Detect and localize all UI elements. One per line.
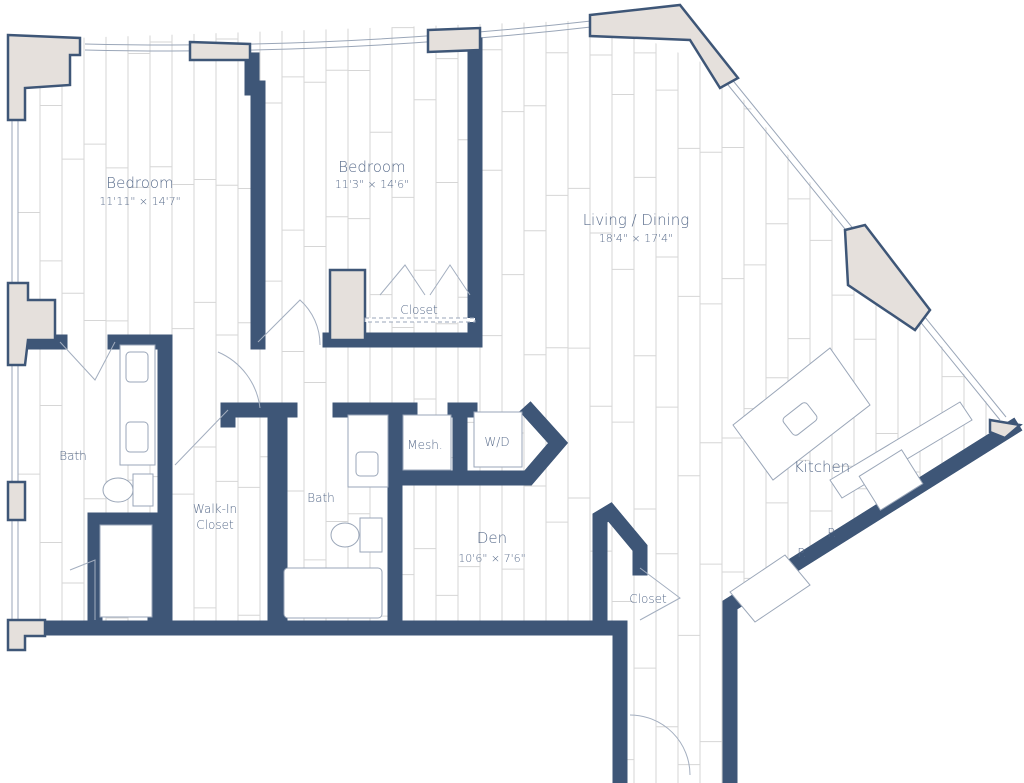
closet1-label: Closet [400, 303, 438, 317]
living-dims: 18'4" × 17'4" [599, 232, 673, 245]
bedroom1-label: Bedroom [106, 174, 173, 192]
wd-label: W/D [484, 435, 509, 449]
room-labels: Bedroom 11'11" × 14'7" Bedroom 11'3" × 1… [59, 158, 850, 606]
mesh-label: Mesh. [407, 438, 442, 452]
walkin-label-2: Closet [196, 518, 234, 532]
den-label: Den [477, 529, 507, 547]
kitchen-label: Kitchen [794, 458, 850, 476]
walkin-label-1: Walk-In [193, 502, 237, 516]
closet2-label: Closet [629, 592, 667, 606]
living-label: Living / Dining [583, 211, 690, 229]
bedroom2-label: Bedroom [338, 158, 405, 176]
bath1-label: Bath [59, 449, 87, 463]
bedroom2-dims: 11'3" × 14'6" [335, 178, 409, 191]
bedroom1-dims: 11'11" × 14'7" [99, 195, 180, 208]
den-dims: 10'6" × 7'6" [458, 552, 525, 565]
doors [59, 264, 691, 776]
pantry2-label: P. [827, 526, 836, 540]
bath2-label: Bath [307, 491, 335, 505]
pantry1-label: P. [797, 546, 806, 560]
fixtures [99, 344, 973, 623]
walls [6, 3, 1023, 783]
